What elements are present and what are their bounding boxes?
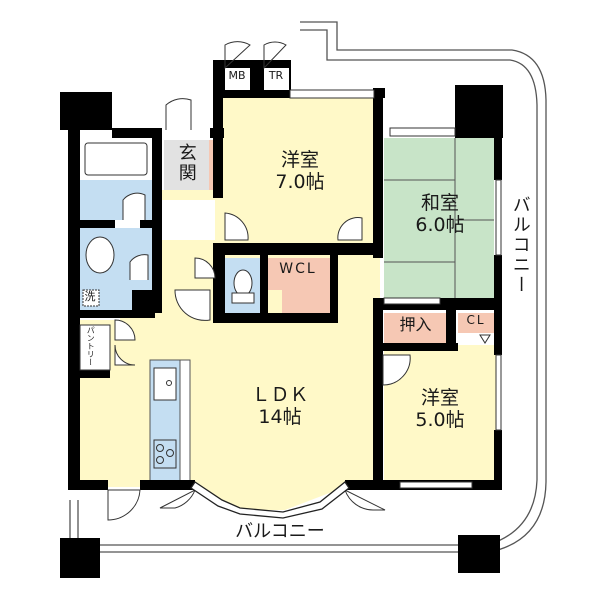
room-size: 6.0帖 <box>415 213 465 236</box>
washer-label: 洗 <box>84 290 96 303</box>
room-name: 洋室 <box>420 387 459 409</box>
room-name: 和室 <box>420 192 459 214</box>
windows <box>289 89 502 489</box>
pantry-label: パントリー <box>86 326 96 366</box>
balcony-outline <box>69 21 547 553</box>
room-name: 洋室 <box>280 149 319 171</box>
room-size: 5.0帖 <box>415 408 465 431</box>
fixtures <box>79 142 491 469</box>
doors <box>107 41 411 521</box>
balcony-bottom-label: バルコニー <box>235 521 325 542</box>
entrance-label: 玄関 <box>175 143 197 183</box>
tr-label: TR <box>268 69 284 82</box>
room-western-7: 洋室 7.0帖 <box>260 149 340 194</box>
wcl-label: WCL <box>279 261 317 277</box>
room-size: 14帖 <box>258 405 302 428</box>
tatami-lines <box>384 138 494 298</box>
room-japanese: 和室 6.0帖 <box>400 192 480 237</box>
room-ldk: ＬＤＫ 14帖 <box>230 384 330 429</box>
balcony-right-label: バルコニー <box>509 195 531 295</box>
room-name: ＬＤＫ <box>251 384 309 406</box>
cl-label: CL <box>466 313 486 327</box>
oshiire-label: 押入 <box>399 315 432 334</box>
room-western-5: 洋室 5.0帖 <box>400 387 480 432</box>
mb-label: MB <box>228 69 246 82</box>
walls <box>60 60 503 578</box>
bay-window <box>190 481 350 519</box>
room-size: 7.0帖 <box>275 170 325 193</box>
